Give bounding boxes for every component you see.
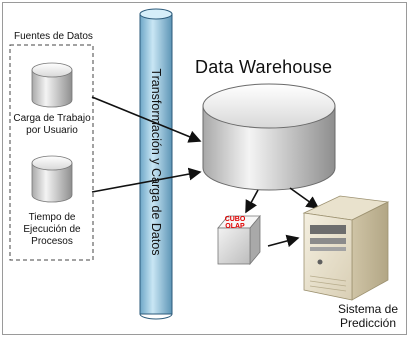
server-tower-icon bbox=[302, 195, 390, 301]
arrow-cube-to-prediction bbox=[267, 234, 300, 248]
source-label-execution-time: Tiempo de Ejecución de Procesos bbox=[23, 212, 81, 247]
arrow-warehouse-to-cube bbox=[245, 189, 259, 214]
transformation-pipe-icon bbox=[139, 8, 173, 320]
source-database-icon-1 bbox=[31, 62, 73, 108]
pipe-label: Transformación y Carga de Datos bbox=[149, 68, 163, 256]
data-warehouse-database-icon bbox=[202, 83, 336, 191]
olap-cube-label: CUBO OLAP bbox=[224, 216, 246, 231]
arrow-source2-to-warehouse bbox=[91, 167, 202, 193]
sources-group-box bbox=[9, 44, 94, 261]
sources-title: Fuentes de Datos bbox=[14, 31, 93, 42]
pipe-label-container: Transformación y Carga de Datos bbox=[147, 46, 165, 278]
arrow-warehouse-to-prediction bbox=[289, 187, 320, 209]
source-label-workload: Carga de Trabajo por Usuario bbox=[13, 113, 91, 136]
diagram-frame bbox=[2, 2, 407, 335]
data-warehouse-title: Data Warehouse bbox=[195, 57, 333, 77]
prediction-system-label: Sistema de Predicción bbox=[337, 302, 399, 331]
arrow-source1-to-warehouse bbox=[91, 96, 202, 143]
source-database-icon-2 bbox=[31, 155, 73, 203]
olap-cube-icon bbox=[217, 214, 261, 266]
